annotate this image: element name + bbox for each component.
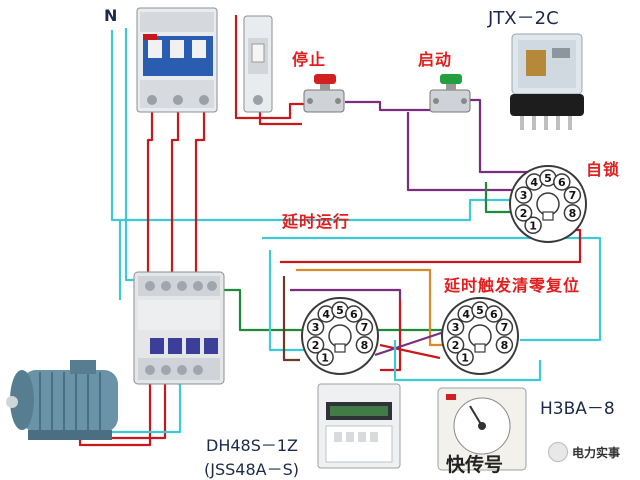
wechat-icon <box>548 442 568 462</box>
stop-button <box>303 74 345 113</box>
timer-left-socket-pin-6 <box>345 305 363 323</box>
timer-left-socket-pin-3 <box>306 318 325 336</box>
relay-socket-pin-2 <box>514 204 533 222</box>
relay-socket-pin-8 <box>563 204 582 222</box>
neutral-wire-timers <box>262 236 602 342</box>
watermark-source: 快传号 <box>446 454 504 476</box>
h3ba-timer <box>437 387 527 471</box>
timer-left-socket-pin-label-2: 2 <box>312 339 320 352</box>
purple-wire-timer <box>290 288 402 300</box>
start-relay-wire <box>406 112 530 192</box>
dh48s-timer <box>317 383 401 469</box>
timer-left-socket-pin-2 <box>306 336 325 354</box>
main-breaker <box>136 7 218 113</box>
control-wire-b <box>258 110 302 126</box>
relay-model-label: JTX－2C <box>488 8 559 29</box>
delay-run-wire-b <box>268 250 312 352</box>
timer-right-socket-pin-label-6: 6 <box>490 308 498 321</box>
timer-left-socket-pin-7 <box>355 318 374 336</box>
timer-left-socket-pin-label-6: 6 <box>350 308 358 321</box>
delay-trigger-reset-label: 延时触发清零复位 <box>444 276 581 295</box>
relay-socket-pin-7 <box>563 186 582 204</box>
timer-left-socket-pin-label-3: 3 <box>312 321 320 334</box>
watermark-account: 电力实事 <box>572 446 621 460</box>
timer1-model-label: DH48S－1Z <box>206 436 299 455</box>
control-breaker <box>243 15 273 113</box>
start-button <box>429 74 471 113</box>
relay-socket-pin-label-7: 7 <box>569 189 577 202</box>
timer-left-socket-pin-8 <box>355 336 374 354</box>
start-label: 启动 <box>418 50 453 69</box>
relay-socket-pin-label-1: 1 <box>529 219 537 232</box>
contactor <box>133 271 225 385</box>
timer-right-socket-pin-8 <box>495 336 514 354</box>
timer-right-socket-pin-label-1: 1 <box>461 351 469 364</box>
relay-socket-pin-label-4: 4 <box>530 176 538 189</box>
control-wire <box>234 15 305 120</box>
timer-right-socket-pin-label-8: 8 <box>501 339 509 352</box>
phase-wire-l2 <box>170 110 180 300</box>
timer-left-socket-pin-label-5: 5 <box>336 304 344 317</box>
stop-start-wire <box>345 100 430 112</box>
relay-socket-pin-label-2: 2 <box>520 207 528 220</box>
timer2-model-label: H3BA－8 <box>540 399 615 419</box>
timer-right-socket-pin-1 <box>456 348 474 367</box>
timer-left-socket-pin-1 <box>316 348 334 367</box>
timer-right-socket-pin-6 <box>485 305 503 323</box>
timer-right-socket-pin-label-5: 5 <box>476 304 484 317</box>
relay-socket-pin-label-8: 8 <box>569 207 577 220</box>
timer-left-socket-pin-label-7: 7 <box>361 321 369 334</box>
delay-run-label: 延时运行 <box>282 212 351 231</box>
orange-wire <box>296 268 452 347</box>
red-wire-timer <box>380 300 402 372</box>
timer-left-socket-pin-label-1: 1 <box>321 351 329 364</box>
cyan-bottom-wire <box>393 340 542 382</box>
timer-right-socket-pin-2 <box>446 336 465 354</box>
relay-socket-pin-label-6: 6 <box>558 176 566 189</box>
stop-label: 停止 <box>292 50 327 69</box>
brown-wire <box>282 276 300 362</box>
relay-socket-pin-6 <box>553 173 571 191</box>
jtx-relay <box>510 33 584 130</box>
timer-right-socket-pin-label-7: 7 <box>501 321 509 334</box>
timer-right-socket-pin-3 <box>446 318 465 336</box>
timer-right-socket-pin-7 <box>495 318 514 336</box>
timer-right-socket-pin-label-4: 4 <box>462 308 470 321</box>
motor <box>6 360 118 440</box>
relay-socket-pin-1 <box>524 216 542 235</box>
relay-socket-pin-label-3: 3 <box>520 189 528 202</box>
start-relay-wire-b <box>470 98 530 174</box>
timer1-alt-label: (JSS48A－S) <box>204 460 299 479</box>
timer-right-socket-pin-label-3: 3 <box>452 321 460 334</box>
timer-left-socket-pin-label-4: 4 <box>322 308 330 321</box>
self-lock-label: 自锁 <box>586 160 621 179</box>
phase-wire-l1 <box>146 110 154 300</box>
timer-right-socket-pin-label-2: 2 <box>452 339 460 352</box>
phase-wire-l3 <box>194 110 206 300</box>
neutral-label: N <box>104 6 118 25</box>
timer-left-socket-pin-label-8: 8 <box>361 339 369 352</box>
relay-socket-pin-3 <box>514 186 533 204</box>
timer-cross-wire-b <box>374 328 451 357</box>
timer-cross-wire <box>379 343 441 360</box>
relay-socket-pin-label-5: 5 <box>544 172 552 185</box>
